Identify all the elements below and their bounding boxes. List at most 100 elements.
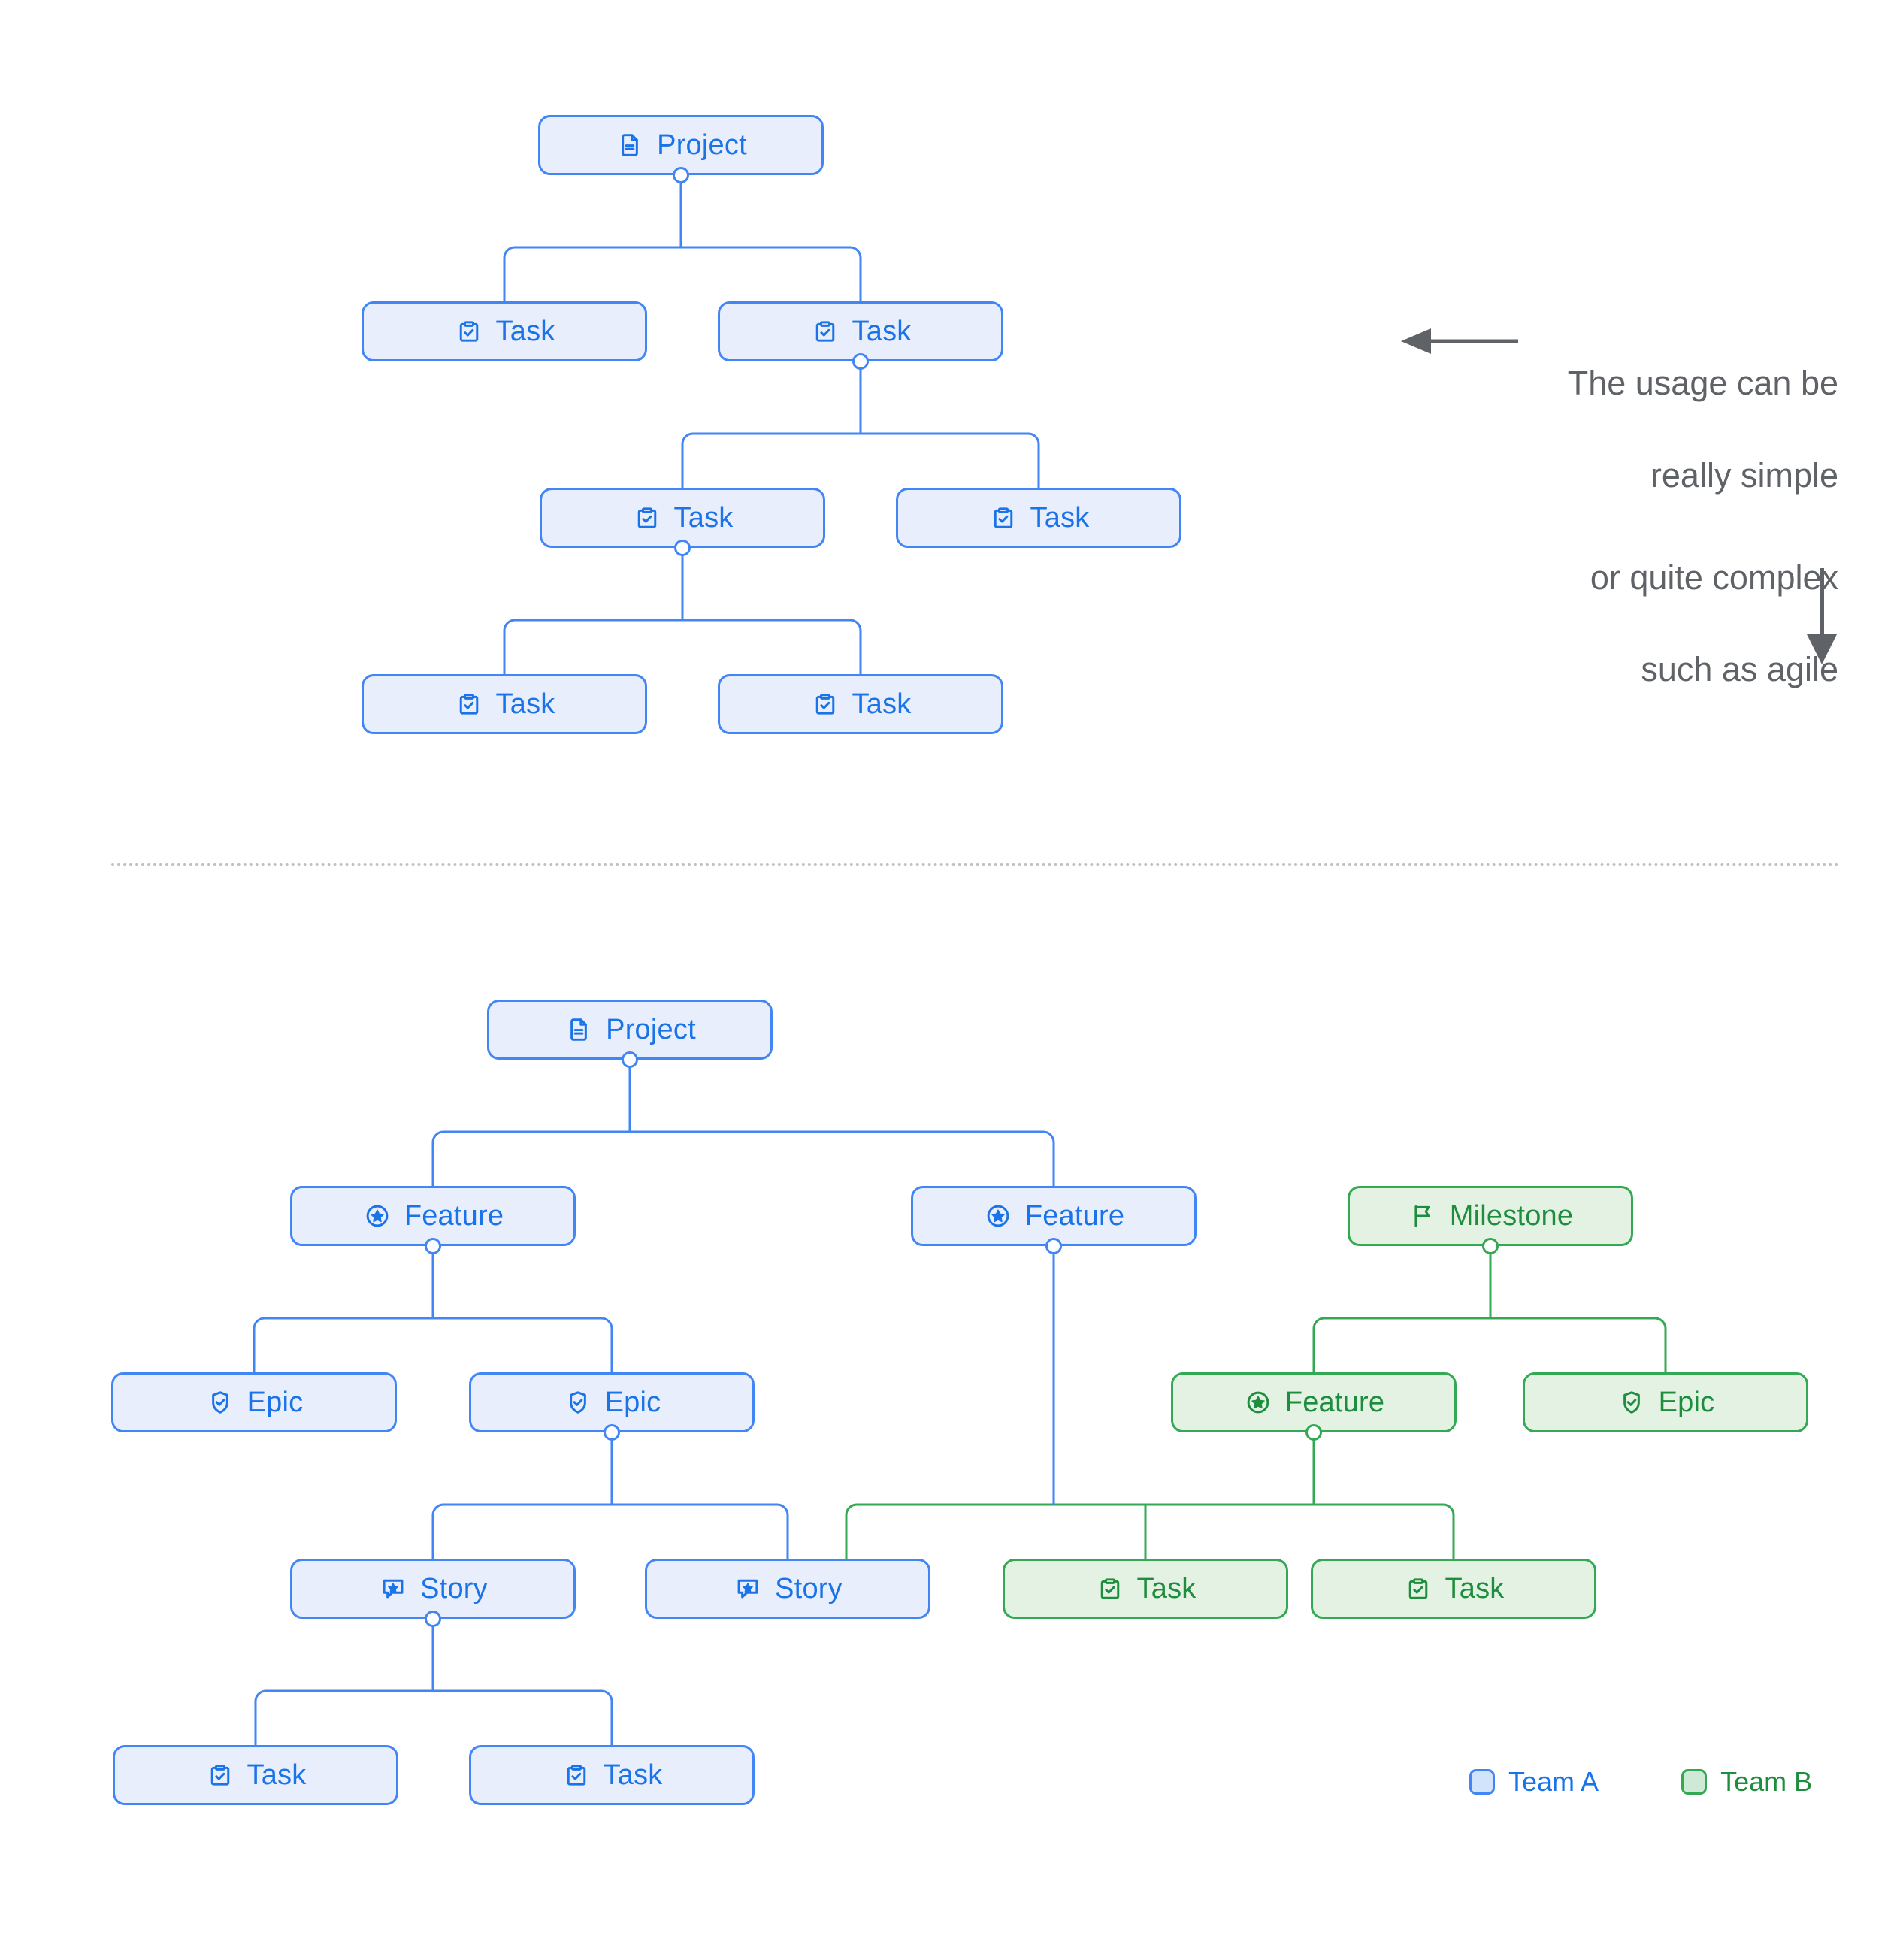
node-label: Feature xyxy=(1024,1200,1125,1232)
chat-star-icon xyxy=(733,1574,763,1604)
clipboard-check-icon xyxy=(454,316,484,346)
node-label: Task xyxy=(247,1759,307,1791)
node-task[interactable]: Task xyxy=(718,301,1003,361)
star-circle-icon xyxy=(983,1201,1013,1231)
shield-check-icon xyxy=(205,1387,235,1417)
connector-line xyxy=(503,619,516,674)
node-feature[interactable]: Feature xyxy=(290,1186,576,1246)
node-task[interactable]: Task xyxy=(469,1745,755,1805)
connector-port xyxy=(1045,1238,1062,1254)
clipboard-check-icon xyxy=(632,503,662,533)
connector-line xyxy=(503,246,516,301)
node-feature[interactable]: Feature xyxy=(1171,1372,1457,1432)
clipboard-check-icon xyxy=(561,1760,591,1790)
node-task[interactable]: Task xyxy=(362,301,647,361)
node-task[interactable]: Task xyxy=(1003,1559,1288,1619)
node-project[interactable]: Project xyxy=(538,115,824,175)
node-label: Story xyxy=(775,1573,843,1605)
arrow-left-icon xyxy=(1401,328,1518,354)
clipboard-check-icon xyxy=(205,1760,235,1790)
clipboard-check-icon xyxy=(454,689,484,719)
node-label: Task xyxy=(1030,502,1090,534)
connector-line xyxy=(849,619,862,674)
chat-star-icon xyxy=(378,1574,408,1604)
connector-line xyxy=(681,432,694,488)
connector-port xyxy=(425,1611,441,1627)
connector-line xyxy=(1442,1503,1455,1559)
node-label: Story xyxy=(420,1573,488,1605)
node-label: Feature xyxy=(1284,1387,1385,1418)
node-epic[interactable]: Epic xyxy=(469,1372,755,1432)
clipboard-check-icon xyxy=(810,689,840,719)
shield-check-icon xyxy=(563,1387,593,1417)
document-icon xyxy=(615,130,645,160)
node-label: Task xyxy=(852,688,912,720)
clipboard-check-icon xyxy=(810,316,840,346)
node-label: Task xyxy=(1445,1573,1505,1605)
annotation-line-3: or quite complex xyxy=(1590,558,1838,597)
connector-line xyxy=(431,1130,444,1186)
connector-port xyxy=(425,1238,441,1254)
connector-line xyxy=(1654,1317,1667,1372)
node-task[interactable]: Task xyxy=(896,488,1181,548)
node-label: Epic xyxy=(604,1387,661,1418)
connector-port xyxy=(1482,1238,1499,1254)
node-task[interactable]: Task xyxy=(362,674,647,734)
connector-line xyxy=(253,1317,265,1372)
connector-port xyxy=(852,353,869,370)
node-project[interactable]: Project xyxy=(487,1000,773,1060)
node-milestone[interactable]: Milestone xyxy=(1348,1186,1633,1246)
node-label: Task xyxy=(1136,1573,1197,1605)
star-circle-icon xyxy=(1243,1387,1273,1417)
clipboard-check-icon xyxy=(988,503,1018,533)
node-label: Task xyxy=(673,502,734,534)
node-feature[interactable]: Feature xyxy=(911,1186,1197,1246)
node-story[interactable]: Story xyxy=(290,1559,576,1619)
connector-line xyxy=(849,246,862,301)
legend-item-team-b: Team B xyxy=(1681,1766,1812,1798)
node-task[interactable]: Task xyxy=(113,1745,398,1805)
node-label: Task xyxy=(852,316,912,347)
node-label: Feature xyxy=(404,1200,504,1232)
connector-line xyxy=(601,1689,613,1745)
connector-line xyxy=(601,1317,613,1372)
node-epic[interactable]: Epic xyxy=(1523,1372,1808,1432)
shield-check-icon xyxy=(1617,1387,1647,1417)
node-story[interactable]: Story xyxy=(645,1559,930,1619)
connector-line xyxy=(431,1503,444,1559)
star-circle-icon xyxy=(362,1201,392,1231)
connector-port xyxy=(622,1051,638,1068)
connector-line xyxy=(776,1503,789,1559)
legend: Team A Team B xyxy=(1469,1766,1812,1798)
document-icon xyxy=(564,1015,594,1045)
connector-port xyxy=(604,1424,620,1441)
node-task[interactable]: Task xyxy=(1311,1559,1596,1619)
node-label: Task xyxy=(603,1759,663,1791)
annotation-text: The usage can be really simple or quite … xyxy=(1448,314,1838,739)
connector-port xyxy=(1305,1424,1322,1441)
section-divider xyxy=(111,863,1840,866)
clipboard-check-icon xyxy=(1095,1574,1125,1604)
node-task[interactable]: Task xyxy=(540,488,825,548)
arrow-down-icon xyxy=(1807,568,1837,664)
clipboard-check-icon xyxy=(1403,1574,1433,1604)
legend-label-team-b: Team B xyxy=(1720,1766,1813,1797)
node-label: Epic xyxy=(247,1387,304,1418)
connector-port xyxy=(674,540,691,556)
annotation-line-4: such as agile xyxy=(1641,650,1838,689)
node-epic[interactable]: Epic xyxy=(111,1372,397,1432)
node-label: Milestone xyxy=(1449,1200,1574,1232)
node-label: Project xyxy=(606,1014,696,1045)
flag-icon xyxy=(1408,1201,1438,1231)
legend-label-team-a: Team A xyxy=(1508,1766,1599,1797)
annotation-line-2: really simple xyxy=(1650,455,1838,495)
node-task[interactable]: Task xyxy=(718,674,1003,734)
node-label: Epic xyxy=(1658,1387,1715,1418)
connector-line xyxy=(254,1689,267,1745)
connector-line xyxy=(1312,1317,1325,1372)
connector-port xyxy=(673,167,689,183)
square-swatch-icon xyxy=(1681,1769,1708,1795)
node-label: Project xyxy=(657,129,747,161)
